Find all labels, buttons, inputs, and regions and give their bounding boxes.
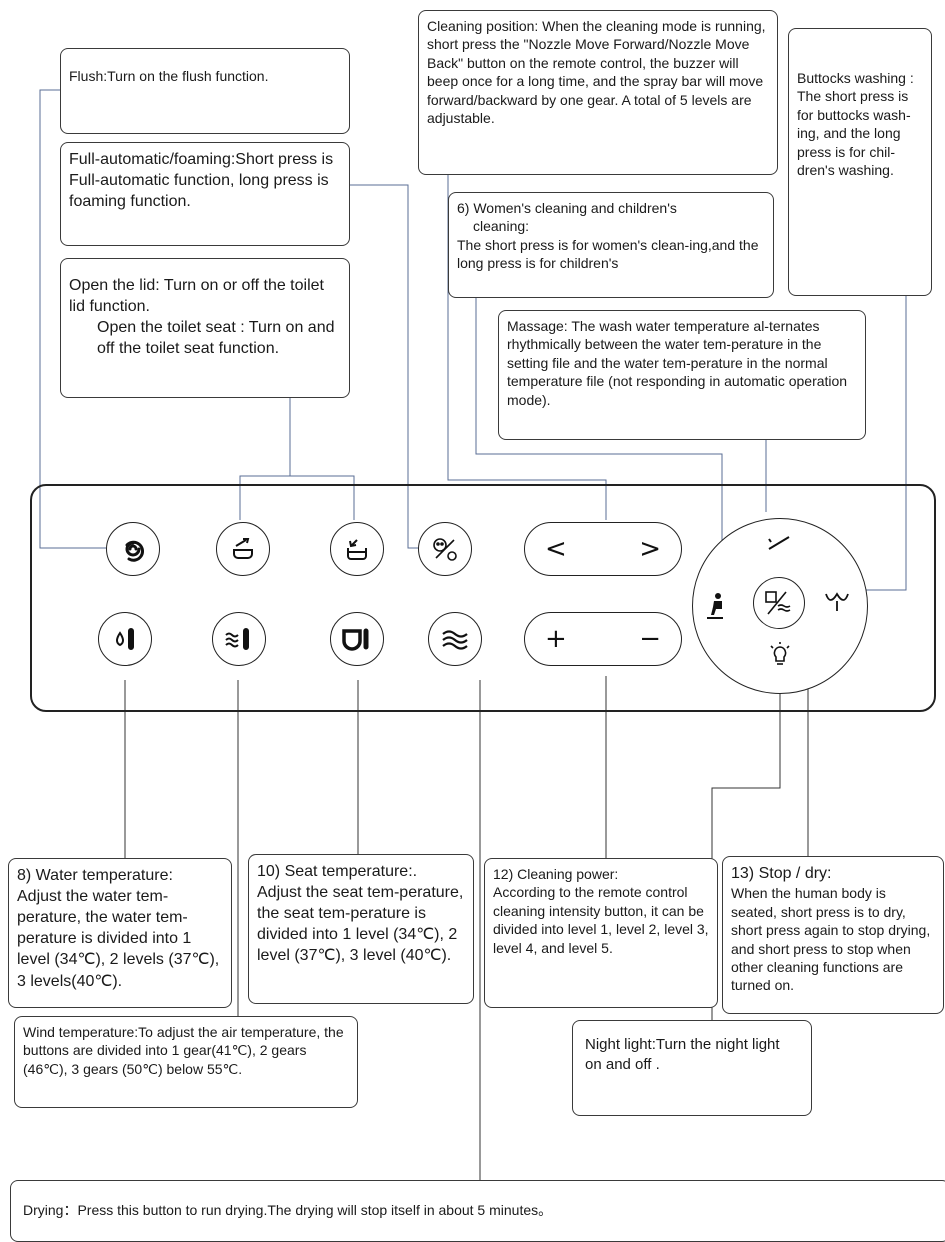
women-title-line2: cleaning: — [473, 218, 530, 235]
open-lid-button[interactable] — [216, 522, 270, 576]
water-temperature-callout: 8) Water temperature: Adjust the water t… — [8, 858, 232, 1008]
full-auto-text: Full-automatic/foaming:Short press is Fu… — [69, 151, 334, 211]
wind-temperature-button[interactable] — [212, 612, 266, 666]
massage-text: Massage: The wash water temperature al-t… — [507, 318, 848, 408]
drying-icon — [442, 630, 468, 650]
wind-temperature-callout: Wind temperature:To adjust the air tempe… — [14, 1016, 358, 1108]
stop-dry-button[interactable] — [753, 577, 805, 629]
stop-dry-body: When the human body is seated, short pre… — [731, 885, 931, 994]
massage-icon[interactable] — [765, 533, 793, 553]
cleaning-position-callout: Cleaning position: When the cleaning mod… — [418, 10, 778, 175]
buttocks-wash-icon[interactable] — [823, 591, 851, 613]
cleaning-dial — [692, 518, 868, 694]
nozzle-back-button[interactable]: < — [545, 534, 567, 564]
women-cleaning-callout: 6) Women's cleaning and children's clean… — [448, 192, 774, 298]
lid-seat-callout: Open the lid: Turn on or off the toilet … — [60, 258, 350, 398]
open-seat-button[interactable] — [330, 522, 384, 576]
drying-callout: Drying：Press this button to run drying.T… — [10, 1180, 945, 1242]
power-plus-button[interactable]: + — [545, 624, 567, 654]
full-auto-icon — [433, 538, 457, 561]
open-lid-text: Open the lid: Turn on or off the toilet … — [69, 277, 324, 316]
women-body: The short press is for women's clean-ing… — [457, 236, 759, 272]
stop-dry-callout: 13) Stop / dry: When the human body is s… — [722, 856, 944, 1014]
night-light-callout: Night light:Turn the night light on and … — [572, 1020, 812, 1116]
night-light-text: Night light:Turn the night light on and … — [585, 1036, 780, 1073]
cleaning-position-text: Cleaning position: When the cleaning mod… — [427, 18, 766, 127]
massage-callout: Massage: The wash water temperature al-t… — [498, 310, 866, 440]
drying-button[interactable] — [428, 612, 482, 666]
night-light-icon[interactable] — [767, 641, 793, 669]
flush-text: Flush:Turn on the flush function. — [69, 68, 269, 84]
wind-temp-text: Wind temperature:To adjust the air tempe… — [23, 1024, 344, 1077]
women-wash-icon[interactable] — [705, 591, 727, 621]
nozzle-forward-button[interactable]: > — [639, 534, 661, 564]
drying-text: Drying：Press this button to run drying.T… — [23, 1202, 553, 1218]
open-seat-icon — [347, 539, 367, 560]
nozzle-position-pill: < > — [524, 522, 682, 576]
power-minus-button[interactable]: − — [639, 624, 661, 654]
cleaning-power-body: According to the remote control cleaning… — [493, 884, 709, 956]
cleaning-power-pill: + − — [524, 612, 682, 666]
flush-icon — [125, 540, 145, 562]
water-temp-title: 8) Water temperature: — [17, 867, 173, 884]
stop-dry-icon — [765, 591, 791, 615]
open-seat-text: Open the toilet seat : Turn on and off t… — [97, 319, 335, 358]
full-auto-button[interactable] — [418, 522, 472, 576]
remote-control-panel: < > — [30, 484, 936, 712]
seat-temp-title: 10) Seat temperature:. — [257, 863, 418, 880]
water-temperature-button[interactable] — [98, 612, 152, 666]
flush-callout: Flush:Turn on the flush function. — [60, 48, 350, 134]
water-temp-icon — [116, 628, 134, 650]
women-title: 6) Women's cleaning and children's — [457, 200, 677, 216]
open-lid-icon — [233, 538, 253, 559]
seat-temp-body: Adjust the seat tem-perature, the seat t… — [257, 884, 464, 965]
buttocks-washing-callout: Buttocks washing : The short press is fo… — [788, 28, 932, 296]
buttocks-text: Buttocks washing : The short press is fo… — [797, 70, 914, 179]
full-auto-callout: Full-automatic/foaming:Short press is Fu… — [60, 142, 350, 246]
flush-button[interactable] — [106, 522, 160, 576]
cleaning-power-callout: 12) Cleaning power: According to the rem… — [484, 858, 718, 1008]
wind-temp-icon — [225, 628, 249, 650]
water-temp-body: Adjust the water tem-perature, the water… — [17, 888, 220, 990]
seat-temperature-button[interactable] — [330, 612, 384, 666]
cleaning-power-title: 12) Cleaning power: — [493, 866, 619, 882]
seat-temperature-callout: 10) Seat temperature:. Adjust the seat t… — [248, 854, 474, 1004]
stop-dry-title: 13) Stop / dry: — [731, 865, 832, 882]
seat-temp-icon — [342, 628, 369, 651]
